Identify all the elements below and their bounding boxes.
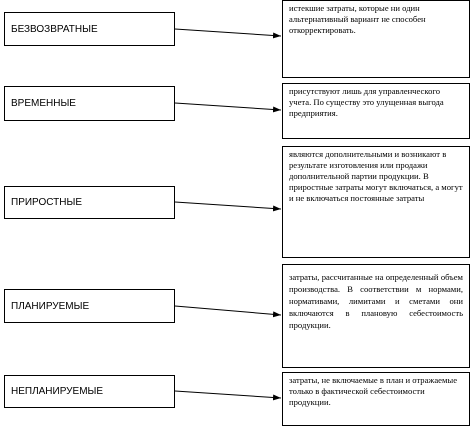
category-box-vremennye: ВРЕМЕННЫЕ [4,86,175,121]
description-box-neplaniruemye: затраты, не включаемые в план и отражаем… [282,372,470,426]
description-box-prirostnye: являются дополнительными и возникают в р… [282,146,470,258]
category-box-prirostnye: ПРИРОСТНЫЕ [4,186,175,219]
arrow-bezvozvratnye [174,28,282,39]
category-label: ПРИРОСТНЫЕ [11,197,83,208]
description-box-bezvozvratnye: истекшие затраты, которые ни один альтер… [282,0,470,78]
arrow-neplaniruemye [174,390,282,401]
description-text: являются дополнительными и возникают в р… [289,149,463,203]
category-label: ПЛАНИРУЕМЫЕ [11,300,90,312]
description-text: присутствуют лишь для управленческого уч… [289,86,444,118]
category-label: ВРЕМЕННЫЕ [11,98,76,109]
description-text: затраты, рассчитанные на определенный об… [289,272,463,330]
description-text: затраты, не включаемые в план и отражаем… [289,375,458,407]
category-box-bezvozvratnye: БЕЗВОЗВРАТНЫЕ [4,12,175,46]
description-box-vremennye: присутствуют лишь для управленческого уч… [282,83,470,139]
arrow-planiruemye [174,305,282,318]
category-box-planiruemye: ПЛАНИРУЕМЫЕ [4,289,175,323]
category-label: БЕЗВОЗВРАТНЫЕ [11,23,98,35]
category-label: НЕПЛАНИРУЕМЫЕ [11,386,104,397]
description-text: истекшие затраты, которые ни один альтер… [289,3,426,35]
category-box-neplaniruemye: НЕПЛАНИРУЕМЫЕ [4,375,175,408]
description-box-planiruemye: затраты, рассчитанные на определенный об… [282,264,470,368]
arrow-vremennye [174,102,282,113]
arrow-prirostnye [174,201,282,212]
